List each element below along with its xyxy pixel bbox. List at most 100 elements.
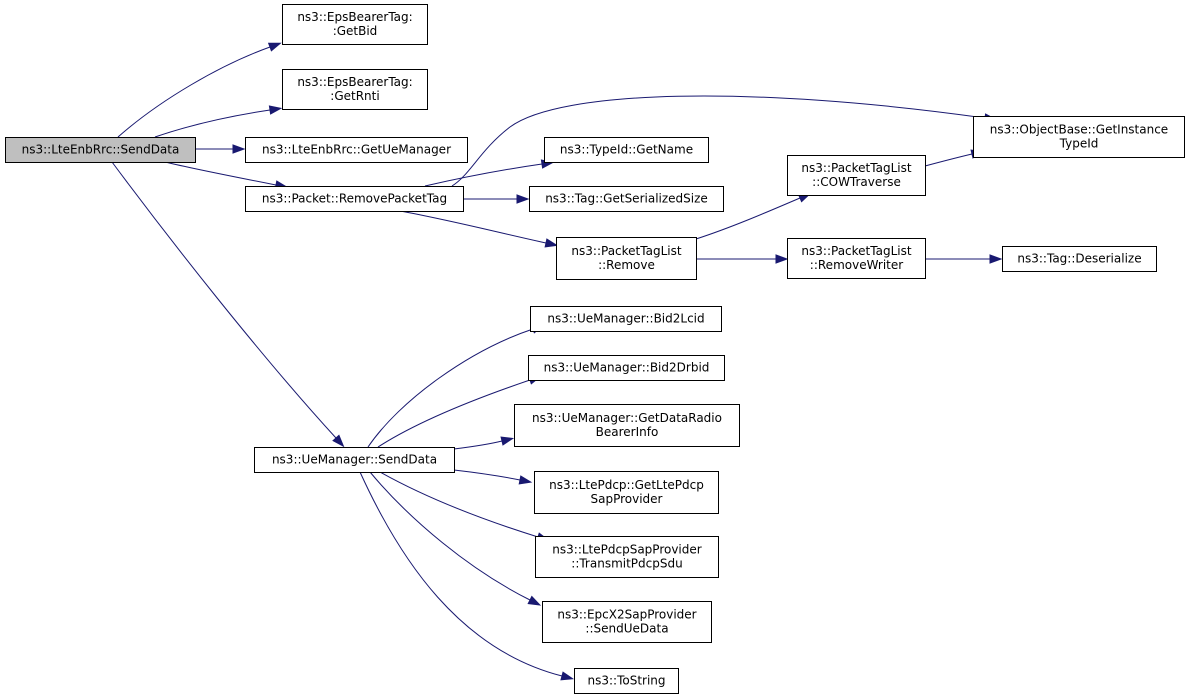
node-tag_getserializedsize[interactable]: ns3::Tag::GetSerializedSize	[529, 186, 724, 212]
node-getltepdcpsapprovider-box	[534, 471, 719, 514]
edge-root-to-eps_getbid	[117, 42, 282, 138]
edge-uemanager_senddata-to-transmitpdcpsdu-line	[379, 471, 539, 538]
edge-root-to-removepackettag	[164, 161, 289, 190]
node-objectbase_getinstancetypeid-label-1: TypeId	[1059, 137, 1099, 151]
edge-removepackettag-to-typeid_getname-line	[424, 163, 543, 187]
edge-root-to-removepackettag-line	[164, 161, 277, 186]
node-root[interactable]: ns3::LteEnbRrc::SendData	[5, 137, 196, 163]
node-tag_deserialize[interactable]: ns3::Tag::Deserialize	[1002, 246, 1157, 272]
node-removepackettag[interactable]: ns3::Packet::RemovePacketTag	[245, 186, 464, 212]
node-objectbase_getinstancetypeid-box	[973, 116, 1185, 158]
edge-removepackettag-to-ptl_remove	[399, 210, 559, 248]
node-bid2lcid[interactable]: ns3::UeManager::Bid2Lcid	[530, 306, 722, 332]
node-eps_getbid-box	[282, 4, 428, 45]
edge-removepackettag-to-ptl_remove-line	[399, 210, 547, 244]
node-tostring-box	[574, 668, 679, 694]
node-getltepdcpsapprovider-label-1: SapProvider	[591, 492, 663, 506]
node-getdataradiobearerinfo-box	[514, 404, 740, 447]
node-transmitpdcpsdu-box	[535, 536, 719, 578]
node-removepackettag-label-0: ns3::Packet::RemovePacketTag	[262, 192, 447, 206]
node-uemanager_senddata-label-0: ns3::UeManager::SendData	[272, 453, 437, 467]
node-ptl_remove[interactable]: ns3::PacketTagList::Remove	[556, 237, 697, 280]
node-ptl_cowtraverse[interactable]: ns3::PacketTagList::COWTraverse	[787, 155, 926, 196]
node-transmitpdcpsdu-label-0: ns3::LtePdcpSapProvider	[552, 543, 701, 557]
node-getuemanager-box	[245, 137, 468, 163]
node-senduedata-box	[542, 601, 712, 643]
node-typeid_getname[interactable]: ns3::TypeId::GetName	[544, 137, 709, 163]
node-uemanager_senddata-box	[254, 447, 455, 473]
node-getuemanager-label-0: ns3::LteEnbRrc::GetUeManager	[262, 143, 451, 157]
node-ptl_cowtraverse-label-0: ns3::PacketTagList	[801, 161, 911, 175]
edge-root-to-getuemanager	[195, 144, 246, 154]
node-eps_getbid-label-1: :GetBid	[333, 24, 378, 38]
edge-removepackettag-to-tag_getserializedsize	[463, 194, 530, 204]
edge-root-to-getuemanager-arrowhead	[232, 144, 246, 154]
node-getuemanager[interactable]: ns3::LteEnbRrc::GetUeManager	[245, 137, 468, 163]
node-tag_getserializedsize-label-0: ns3::Tag::GetSerializedSize	[545, 192, 708, 206]
node-eps_getbid-label-0: ns3::EpsBearerTag:	[297, 10, 412, 24]
node-ptl_remove-box	[556, 237, 697, 280]
node-eps_getrnti[interactable]: ns3::EpsBearerTag::GetRnti	[282, 69, 428, 110]
node-senduedata[interactable]: ns3::EpcX2SapProvider::SendUeData	[542, 601, 712, 643]
node-root-label-0: ns3::LteEnbRrc::SendData	[22, 143, 180, 157]
node-bid2drbid[interactable]: ns3::UeManager::Bid2Drbid	[528, 355, 725, 381]
edge-uemanager_senddata-to-getltepdcpsapprovider-arrowhead	[518, 475, 533, 485]
node-ptl_removewriter-label-1: ::RemoveWriter	[810, 258, 903, 272]
node-eps_getbid[interactable]: ns3::EpsBearerTag::GetBid	[282, 4, 428, 45]
edge-uemanager_senddata-to-tostring	[359, 471, 575, 681]
node-getdataradiobearerinfo-label-0: ns3::UeManager::GetDataRadio	[532, 411, 722, 425]
edge-uemanager_senddata-to-getdataradiobearerinfo-line	[453, 440, 503, 450]
edge-uemanager_senddata-to-getdataradiobearerinfo-arrowhead	[500, 436, 515, 446]
node-getdataradiobearerinfo-label-1: BearerInfo	[596, 425, 659, 439]
node-eps_getrnti-label-0: ns3::EpsBearerTag:	[297, 75, 412, 89]
edge-ptl_removewriter-to-tag_deserialize	[925, 254, 1003, 264]
edge-root-to-eps_getrnti-arrowhead	[268, 105, 283, 115]
node-removepackettag-box	[245, 186, 464, 212]
node-tostring-label-0: ns3::ToString	[587, 674, 665, 688]
edge-root-to-uemanager_senddata	[111, 161, 345, 448]
node-tag_deserialize-box	[1002, 246, 1157, 272]
node-senduedata-label-0: ns3::EpcX2SapProvider	[557, 608, 696, 622]
edge-uemanager_senddata-to-bid2drbid-line	[377, 379, 531, 448]
edge-ptl_removewriter-to-tag_deserialize-arrowhead	[989, 254, 1003, 264]
node-objectbase_getinstancetypeid-label-0: ns3::ObjectBase::GetInstance	[990, 123, 1168, 137]
edge-removepackettag-to-objectbase_getinstancetypeid-line	[451, 95, 986, 187]
edge-ptl_remove-to-ptl_removewriter	[696, 254, 789, 264]
node-bid2lcid-label-0: ns3::UeManager::Bid2Lcid	[547, 312, 704, 326]
edge-root-to-eps_getrnti-line	[154, 109, 271, 138]
edge-ptl_remove-to-ptl_removewriter-arrowhead	[775, 254, 789, 264]
node-ptl_cowtraverse-box	[787, 155, 926, 196]
edge-uemanager_senddata-to-getltepdcpsapprovider-line	[453, 469, 521, 481]
edge-ptl_remove-to-ptl_cowtraverse-line	[695, 197, 801, 240]
node-tostring[interactable]: ns3::ToString	[574, 668, 679, 694]
node-bid2drbid-box	[528, 355, 725, 381]
edge-ptl_cowtraverse-to-objectbase_getinstancetypeid-line	[924, 153, 973, 167]
node-uemanager_senddata[interactable]: ns3::UeManager::SendData	[254, 447, 455, 473]
edge-removepackettag-to-ptl_remove-arrowhead	[544, 238, 559, 248]
edge-uemanager_senddata-to-tostring-line	[359, 471, 563, 677]
node-eps_getrnti-box	[282, 69, 428, 110]
edge-root-to-uemanager_senddata-line	[111, 161, 337, 439]
node-getltepdcpsapprovider-label-0: ns3::LtePdcp::GetLtePdcp	[549, 478, 704, 492]
node-senduedata-label-1: ::SendUeData	[585, 622, 668, 636]
node-ptl_removewriter[interactable]: ns3::PacketTagList::RemoveWriter	[787, 238, 926, 279]
edge-uemanager_senddata-to-tostring-arrowhead	[560, 671, 575, 681]
edge-uemanager_senddata-to-senduedata	[369, 471, 542, 606]
edge-uemanager_senddata-to-senduedata-arrowhead	[527, 595, 542, 606]
node-root-box	[5, 137, 196, 163]
edge-uemanager_senddata-to-senduedata-line	[369, 471, 531, 601]
node-transmitpdcpsdu[interactable]: ns3::LtePdcpSapProvider::TransmitPdcpSdu	[535, 536, 719, 578]
edge-root-to-eps_getrnti	[154, 105, 283, 138]
node-transmitpdcpsdu-label-1: ::TransmitPdcpSdu	[571, 557, 682, 571]
edge-root-to-uemanager_senddata-arrowhead	[332, 434, 345, 448]
edge-removepackettag-to-typeid_getname	[424, 159, 555, 187]
edge-root-to-eps_getbid-line	[117, 46, 271, 138]
edge-uemanager_senddata-to-bid2lcid-line	[367, 328, 534, 448]
node-tag_getserializedsize-box	[529, 186, 724, 212]
node-ptl_removewriter-box	[787, 238, 926, 279]
node-bid2drbid-label-0: ns3::UeManager::Bid2Drbid	[544, 361, 710, 375]
node-ptl_remove-label-1: ::Remove	[598, 258, 655, 272]
